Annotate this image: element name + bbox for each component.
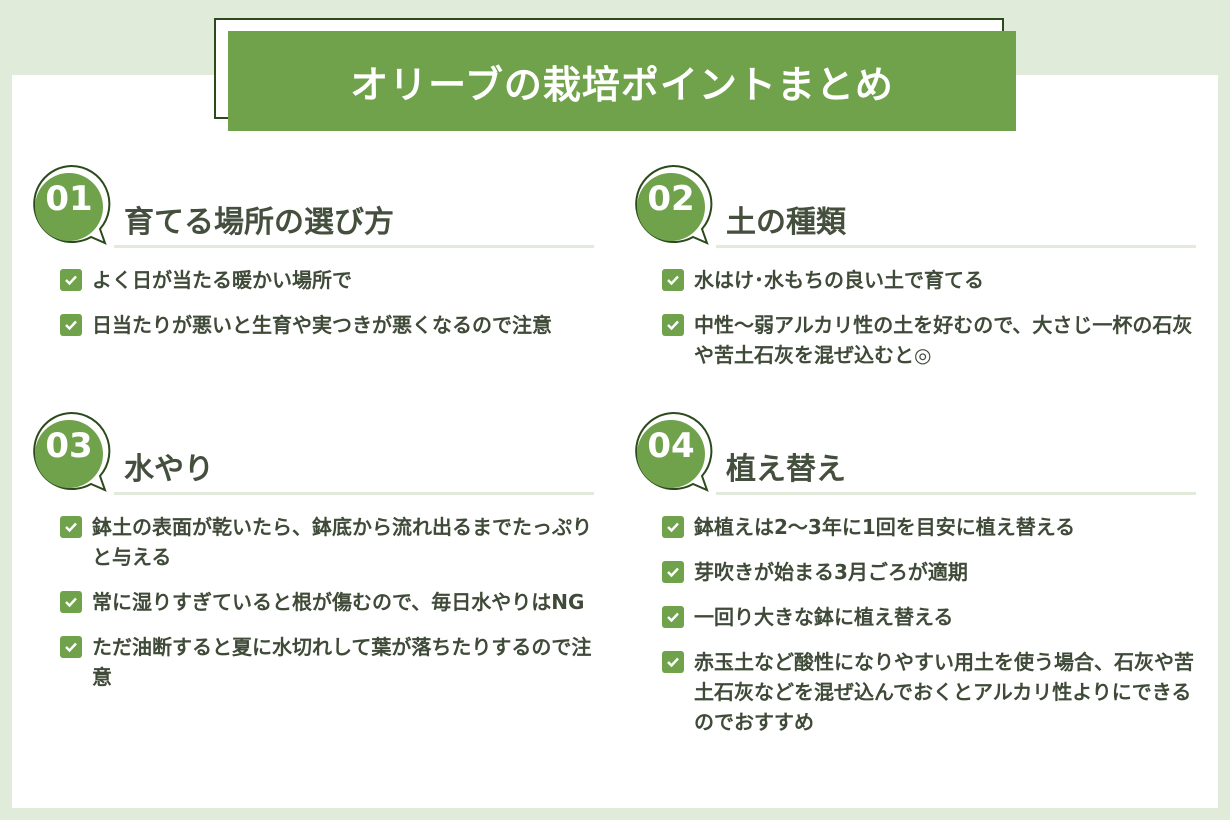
section-heading: 植え替え — [726, 452, 846, 487]
divider — [716, 245, 1196, 248]
speech-bubble-icon — [33, 411, 111, 492]
section-heading: 土の種類 — [726, 205, 846, 240]
item-text: 芽吹きが始まる3月ごろが適期 — [694, 560, 968, 584]
list-item: 芽吹きが始まる3月ごろが適期 — [662, 557, 1202, 587]
list-item: よく日が当たる暖かい場所で — [60, 265, 600, 295]
section-heading: 水やり — [124, 452, 214, 487]
item-text: 日当たりが悪いと生育や実つきが悪くなるので注意 — [92, 313, 552, 337]
list-item: 鉢土の表面が乾いたら、鉢底から流れ出るまでたっぷりと与える — [60, 512, 600, 572]
item-text: 常に湿りすぎていると根が傷むので、毎日水やりはNG — [92, 590, 585, 614]
list-item: 一回り大きな鉢に植え替える — [662, 602, 1202, 632]
number-badge: 04 — [630, 410, 716, 496]
item-text: 中性〜弱アルカリ性の土を好むので、大さじ一杯の石灰や苦土石灰を混ぜ込むと◎ — [694, 313, 1193, 367]
item-text: よく日が当たる暖かい場所で — [92, 268, 352, 292]
divider — [114, 245, 594, 248]
section-number: 02 — [647, 179, 695, 219]
number-badge: 03 — [28, 410, 114, 496]
checkbox-checked-icon — [662, 561, 684, 583]
divider — [716, 492, 1196, 495]
speech-bubble-icon — [635, 411, 713, 492]
content-panel — [12, 75, 1218, 808]
checkbox-checked-icon — [662, 516, 684, 538]
item-text: ただ油断すると夏に水切れして葉が落ちたりするので注意 — [92, 635, 592, 689]
checkbox-checked-icon — [662, 314, 684, 336]
checkbox-checked-icon — [60, 591, 82, 613]
checkbox-checked-icon — [60, 516, 82, 538]
speech-bubble-icon — [635, 164, 713, 245]
list-item: 日当たりが悪いと生育や実つきが悪くなるので注意 — [60, 310, 600, 340]
list-item: 赤玉土など酸性になりやすい用土を使う場合、石灰や苦土石灰などを混ぜ込んでおくとア… — [662, 647, 1202, 737]
list-item: 鉢植えは2〜3年に1回を目安に植え替える — [662, 512, 1202, 542]
item-text: 赤玉土など酸性になりやすい用土を使う場合、石灰や苦土石灰などを混ぜ込んでおくとア… — [694, 650, 1194, 734]
section-number: 01 — [45, 179, 93, 219]
section-number: 04 — [647, 426, 695, 466]
list-item: 常に湿りすぎていると根が傷むので、毎日水やりはNG — [60, 587, 600, 617]
list-item: 中性〜弱アルカリ性の土を好むので、大さじ一杯の石灰や苦土石灰を混ぜ込むと◎ — [662, 310, 1202, 370]
checkbox-checked-icon — [662, 269, 684, 291]
section-number: 03 — [45, 426, 93, 466]
title-banner: オリーブの栽培ポイントまとめ — [228, 31, 1016, 131]
checklist: 鉢植えは2〜3年に1回を目安に植え替える芽吹きが始まる3月ごろが適期一回り大きな… — [662, 512, 1202, 752]
checkbox-checked-icon — [60, 269, 82, 291]
item-text: 水はけ･水もちの良い土で育てる — [694, 268, 984, 292]
page-title: オリーブの栽培ポイントまとめ — [350, 62, 894, 107]
item-text: 一回り大きな鉢に植え替える — [694, 605, 954, 629]
item-text: 鉢植えは2〜3年に1回を目安に植え替える — [694, 515, 1076, 539]
checkbox-checked-icon — [662, 651, 684, 673]
number-badge: 01 — [28, 163, 114, 249]
checklist: よく日が当たる暖かい場所で日当たりが悪いと生育や実つきが悪くなるので注意 — [60, 265, 600, 355]
item-text: 鉢土の表面が乾いたら、鉢底から流れ出るまでたっぷりと与える — [92, 515, 592, 569]
checkbox-checked-icon — [60, 636, 82, 658]
number-badge: 02 — [630, 163, 716, 249]
checkbox-checked-icon — [662, 606, 684, 628]
divider — [114, 492, 594, 495]
list-item: 水はけ･水もちの良い土で育てる — [662, 265, 1202, 295]
section-heading: 育てる場所の選び方 — [124, 205, 394, 240]
checklist: 水はけ･水もちの良い土で育てる中性〜弱アルカリ性の土を好むので、大さじ一杯の石灰… — [662, 265, 1202, 385]
speech-bubble-icon — [33, 164, 111, 245]
list-item: ただ油断すると夏に水切れして葉が落ちたりするので注意 — [60, 632, 600, 692]
checkbox-checked-icon — [60, 314, 82, 336]
checklist: 鉢土の表面が乾いたら、鉢底から流れ出るまでたっぷりと与える常に湿りすぎていると根… — [60, 512, 600, 707]
